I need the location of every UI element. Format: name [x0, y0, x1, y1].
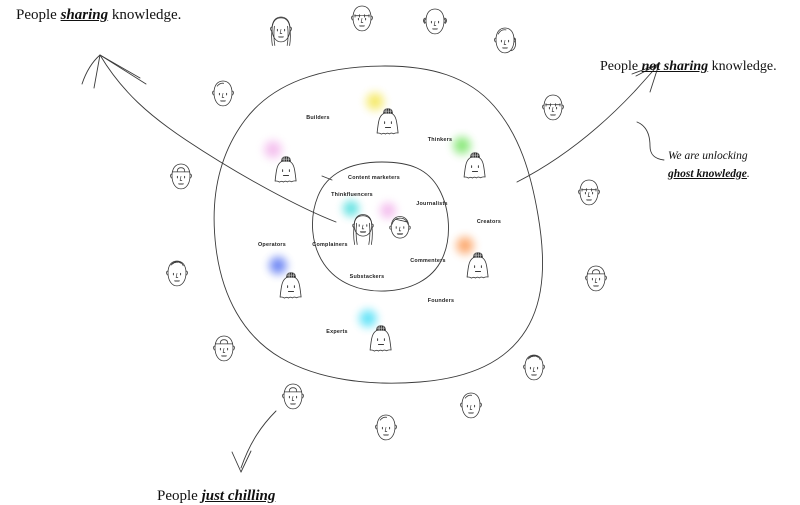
arrow-notsharing-head-b: [649, 63, 660, 93]
glow-halo: [265, 252, 291, 279]
face-outside-1: [266, 13, 296, 54]
face-outside-7: [166, 160, 196, 201]
core-label-thinkfluencers: Thinkfluencers: [331, 192, 373, 198]
arrow-notsharing-head-c: [631, 63, 660, 75]
ring-label-experts: Experts: [326, 329, 348, 335]
callout-sharing: People sharing knowledge.: [16, 7, 181, 24]
face-outside-13: [278, 380, 308, 421]
callout-sharing-suffix: knowledge.: [108, 7, 182, 23]
core-label-journalists: Journalists: [416, 201, 448, 207]
face-outside-11: [209, 332, 239, 373]
note-ghost-knowledge-term: ghost knowledge: [668, 167, 747, 180]
callout-not-sharing: People not sharing knowledge.: [600, 59, 777, 75]
note-line-2-wrap: ghost knowledge.: [668, 166, 750, 184]
callout-just-chilling-emphasis: just chilling: [201, 488, 276, 504]
ring-label-thinkers: Thinkers: [427, 137, 453, 143]
note-line-1: We are unlocking: [668, 150, 748, 162]
ring-label-operators: Operators: [257, 242, 287, 248]
face-outside-14: [456, 389, 486, 430]
callout-not-sharing-prefix: People: [600, 59, 642, 74]
core-label-complainers: Complainers: [312, 242, 348, 248]
note-ghost-knowledge: We are unlocking ghost knowledge.: [668, 148, 750, 184]
ghost-cyan: [367, 322, 395, 361]
inner-circle-outline: [312, 161, 449, 292]
face-outside-6: [538, 91, 568, 132]
glow-halo: [260, 136, 286, 163]
core-label-content-marketers: Content marketers: [348, 175, 400, 181]
callout-just-chilling: People just chilling: [157, 488, 275, 505]
arrow-sharing-head-a: [93, 54, 101, 89]
face-outside-9: [162, 257, 192, 298]
arrow-chilling-shaft: [240, 410, 277, 469]
arrow-chilling-head-a: [231, 451, 242, 473]
arrow-sharing-tail-flick: [81, 54, 101, 85]
ring-label-builders: Builders: [306, 115, 330, 121]
glow-halo: [362, 88, 388, 115]
face-outside-4: [490, 24, 520, 65]
arrow-sharing-shaft: [99, 54, 337, 223]
core-label-substackers: Substackers: [349, 274, 385, 280]
face-outside-10: [581, 262, 611, 303]
outer-blob-outline: [213, 65, 543, 384]
face-outside-2: [347, 2, 377, 43]
ring-label-creators: Creators: [476, 219, 502, 225]
ghost-green: [461, 149, 489, 188]
arrow-sharing-head-c: [99, 54, 141, 79]
core-person-pink: [383, 211, 417, 260]
note-line-2-suffix: .: [746, 167, 750, 180]
ring-label-founders: Founders: [427, 298, 455, 304]
callout-sharing-emphasis: sharing: [60, 7, 109, 23]
inner-circle-leader-tick: [321, 175, 333, 181]
note-leader-line: [636, 121, 665, 161]
core-person-cyan: [346, 209, 380, 258]
ghost-pink: [272, 153, 300, 192]
arrow-chilling-head-b: [240, 450, 252, 473]
ghost-orange: [464, 249, 492, 288]
callout-not-sharing-suffix: knowledge.: [708, 59, 777, 74]
callout-sharing-prefix: People: [16, 7, 61, 23]
ghost-blue: [277, 269, 305, 308]
core-label-commenters: Commenters: [410, 258, 446, 264]
callout-just-chilling-prefix: People: [157, 488, 202, 504]
glow-halo: [449, 132, 475, 159]
glow-halo: [452, 232, 478, 259]
callout-not-sharing-emphasis: not sharing: [641, 59, 709, 74]
face-outside-5: [208, 77, 238, 118]
face-outside-15: [371, 411, 401, 452]
ghost-yellow: [374, 105, 402, 144]
arrow-notsharing-shaft: [516, 63, 660, 183]
arrow-notsharing-head-a: [635, 63, 660, 77]
face-outside-8: [574, 176, 604, 217]
glow-halo: [355, 305, 381, 332]
face-outside-12: [519, 351, 549, 392]
face-outside-3: [420, 5, 450, 46]
